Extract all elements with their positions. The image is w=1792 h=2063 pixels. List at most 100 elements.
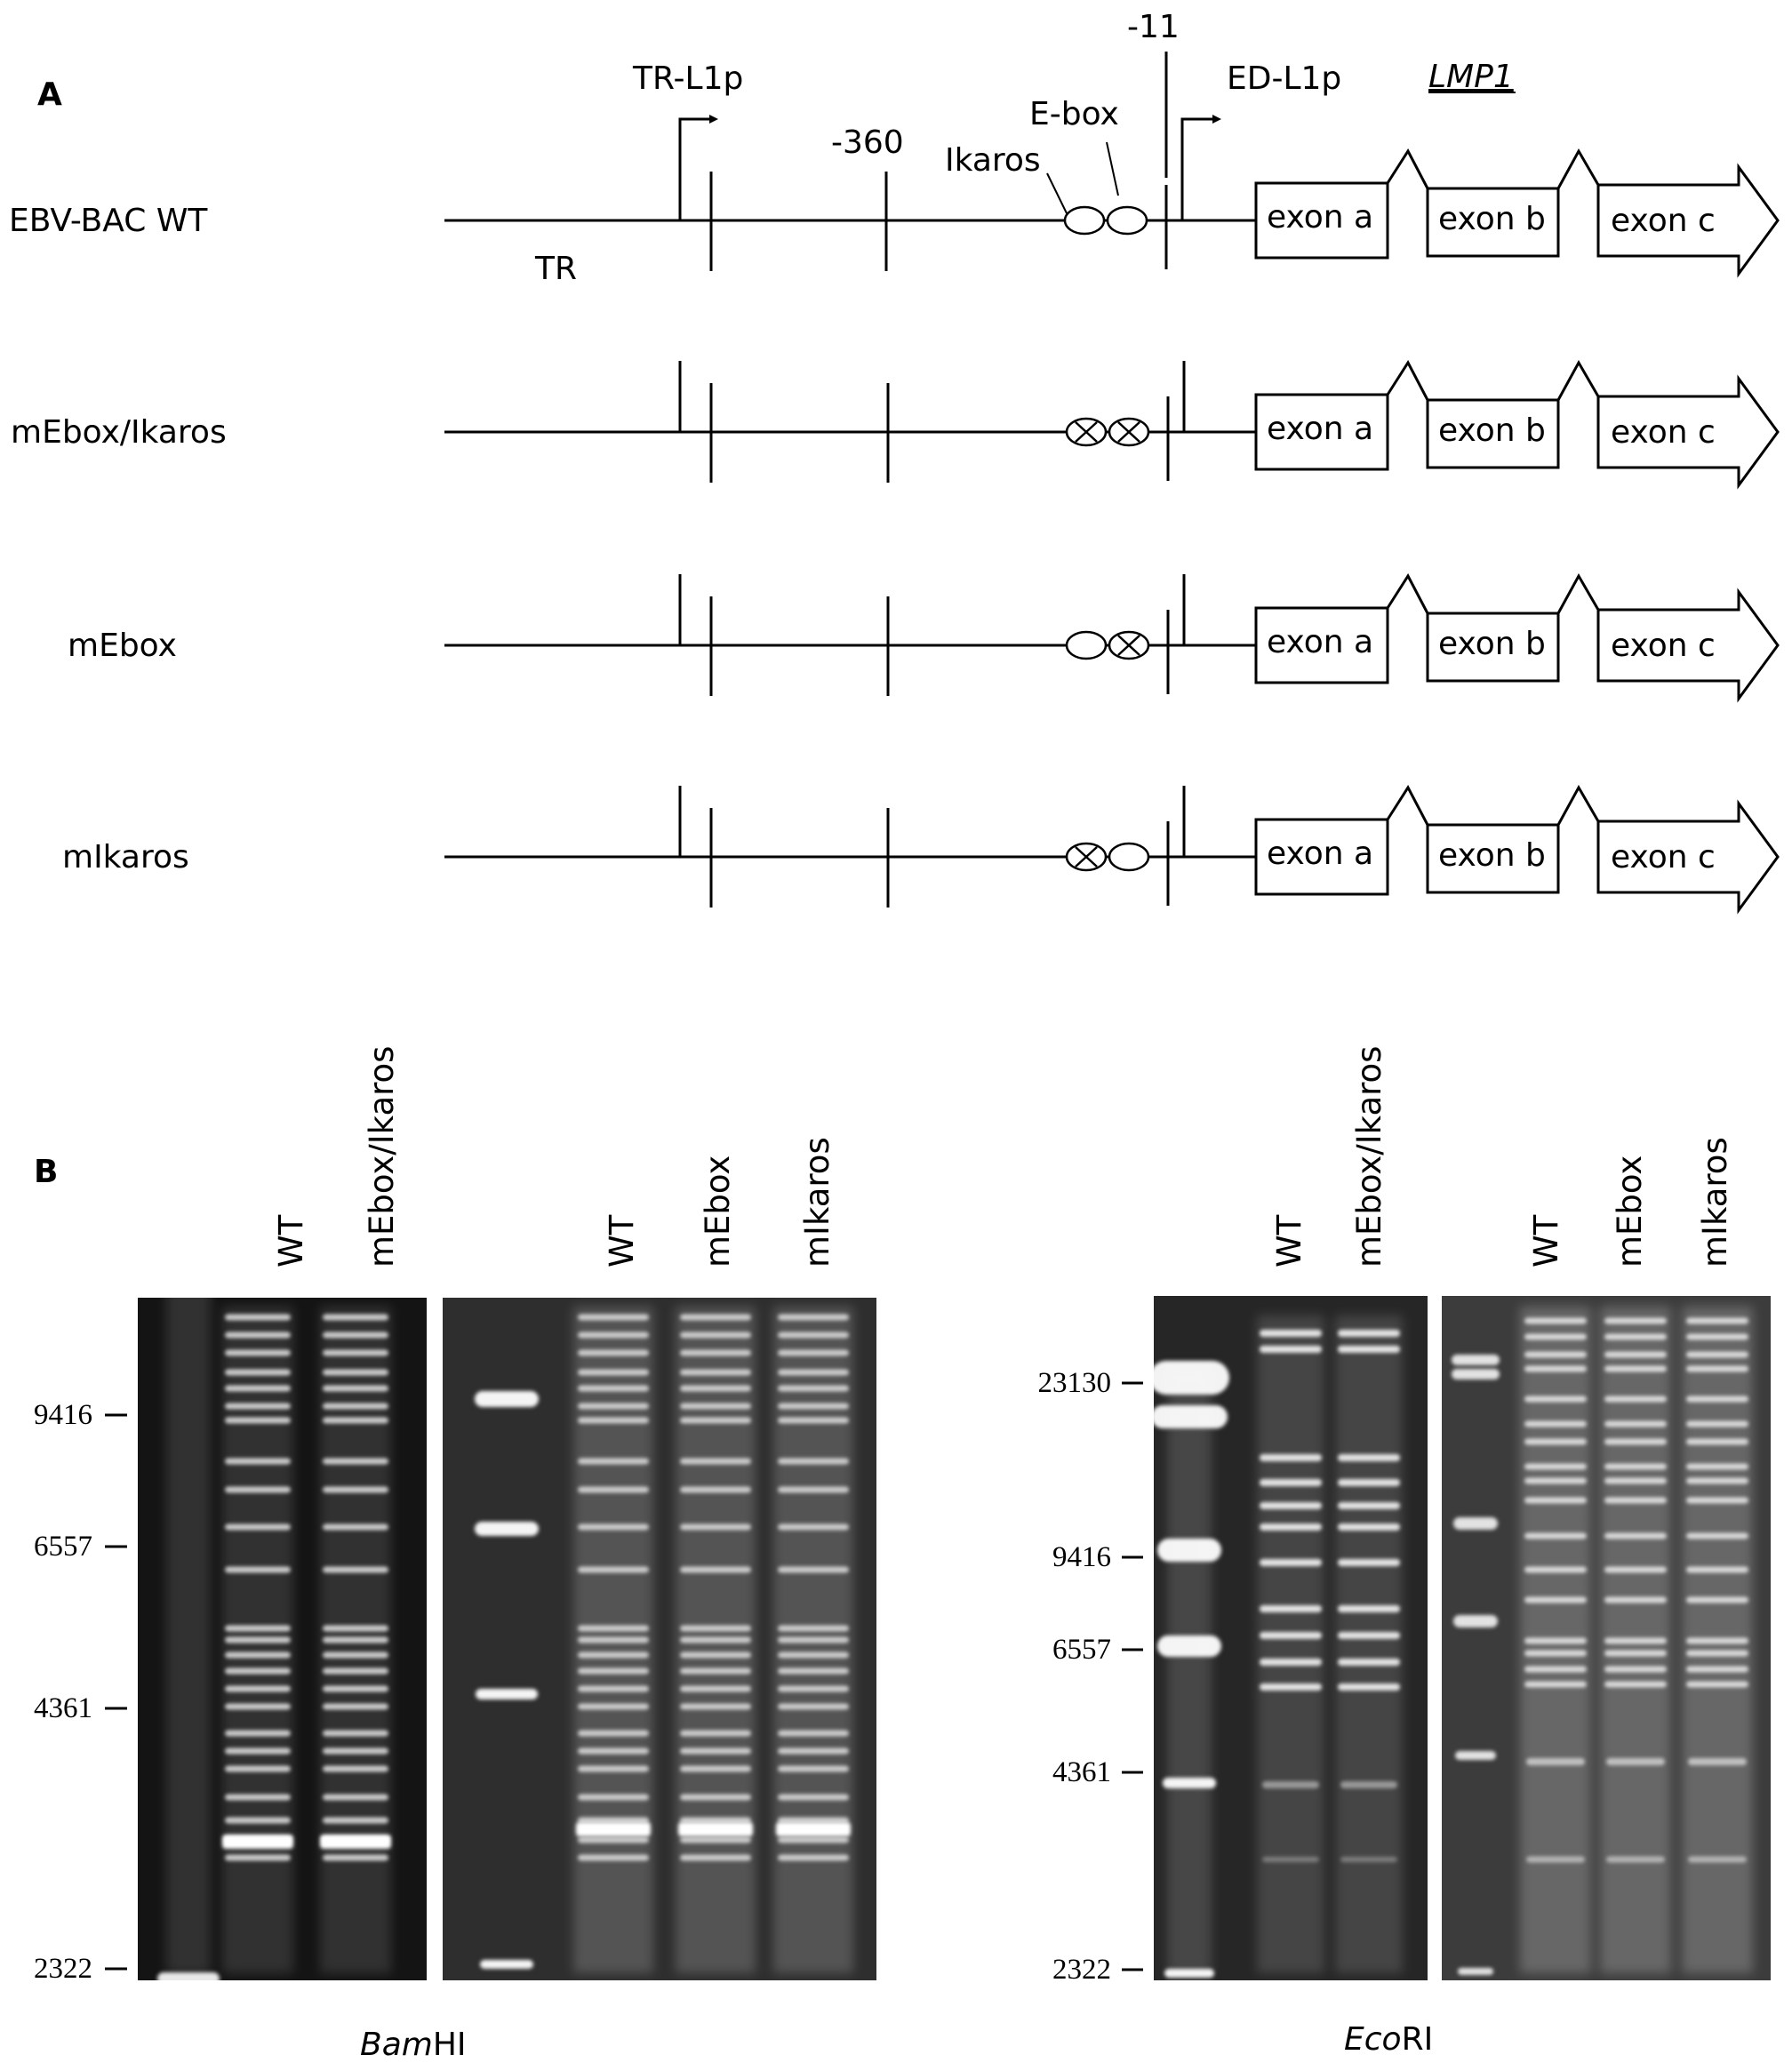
gel-band	[678, 1822, 753, 1836]
gel-band	[323, 1403, 388, 1410]
gel-band	[680, 1703, 751, 1710]
gel-band	[778, 1625, 849, 1632]
gel-band	[1524, 1596, 1587, 1603]
gel-band	[778, 1747, 849, 1755]
gel-band	[778, 1765, 849, 1772]
gel-band	[323, 1794, 388, 1801]
gel-band	[1524, 1351, 1587, 1358]
gel-band	[680, 1314, 751, 1321]
exon-label: exon b	[1438, 412, 1546, 449]
gel-band	[680, 1331, 751, 1339]
gel-band	[225, 1765, 291, 1772]
gel-band	[1686, 1596, 1748, 1603]
gel-band	[225, 1417, 291, 1424]
exon-c-arrow	[1596, 163, 1780, 278]
ebox-site-intact	[1106, 205, 1148, 236]
exon-a-box	[1254, 818, 1389, 896]
gel-band	[778, 1369, 849, 1376]
gel-band	[1338, 1559, 1400, 1566]
gel-band	[225, 1331, 291, 1339]
gel-band	[1260, 1454, 1322, 1461]
gel-band	[578, 1730, 649, 1737]
ladder-band	[157, 1972, 220, 1985]
size-marker: 4361	[1052, 1756, 1143, 1788]
gel-band	[680, 1651, 751, 1659]
lmp1-label: LMP1	[1428, 59, 1514, 95]
ed-l1p-arrow	[1180, 115, 1221, 149]
gel-band	[1686, 1666, 1748, 1673]
ebox-site-label: E-box	[1029, 96, 1119, 132]
panel-b-label: B	[34, 1154, 58, 1190]
gel-band	[225, 1403, 291, 1410]
gel-band	[680, 1625, 751, 1632]
marker-label: 23130	[1038, 1367, 1112, 1399]
size-marker: 2322	[34, 1953, 127, 1985]
intron-a-b	[1386, 785, 1429, 826]
gel-band	[323, 1331, 388, 1339]
gel-band	[578, 1385, 649, 1392]
marker-label: 2322	[34, 1953, 92, 1985]
tr-label: TR	[534, 251, 577, 287]
exon-b-box	[1426, 823, 1560, 894]
gel-band	[323, 1667, 388, 1675]
gel-band	[680, 1817, 751, 1824]
gel-band	[225, 1730, 291, 1737]
gel-band	[578, 1794, 649, 1801]
gel-band	[776, 1822, 851, 1836]
gel-band	[323, 1369, 388, 1376]
gel-band	[778, 1417, 849, 1424]
ladder-band	[1455, 1751, 1496, 1760]
exon-label: exon b	[1438, 626, 1546, 662]
gel-band	[225, 1854, 291, 1861]
gel-band	[1524, 1681, 1587, 1688]
lane-label: WT	[1270, 1214, 1308, 1267]
gel-band	[778, 1730, 849, 1737]
ikaros-callout-line	[1046, 172, 1068, 214]
gel-band	[1604, 1477, 1667, 1484]
exon-label: exon a	[1267, 199, 1373, 236]
gel-band	[1604, 1637, 1667, 1644]
intron-a-b	[1386, 148, 1429, 189]
gel-band	[1524, 1420, 1587, 1427]
ecori-label: EcoRI	[1344, 2021, 1433, 2058]
gel-band	[578, 1314, 649, 1321]
lane-smear	[166, 978, 211, 1973]
gel-band	[778, 1523, 849, 1531]
gel-band	[225, 1685, 291, 1692]
gel-band	[1524, 1666, 1587, 1673]
gel-band	[578, 1817, 649, 1824]
gel-band	[778, 1817, 849, 1824]
ikaros-site-intact	[1065, 630, 1108, 660]
gel-band	[225, 1486, 291, 1493]
gel-band	[225, 1385, 291, 1392]
gel-band	[778, 1794, 849, 1801]
gel-band	[323, 1747, 388, 1755]
gel-band	[323, 1685, 388, 1692]
gel-band	[1260, 1559, 1322, 1566]
gel-band	[680, 1667, 751, 1675]
lane-label: mEbox/Ikaros	[363, 1046, 401, 1267]
gel-band	[323, 1566, 388, 1573]
gel-band	[323, 1486, 388, 1493]
gel-band	[1338, 1605, 1400, 1612]
gel-band	[1688, 1856, 1747, 1863]
exon-label: exon c	[1611, 203, 1716, 239]
gel-band	[1686, 1566, 1748, 1573]
gel-band	[1686, 1438, 1748, 1445]
gel-band	[578, 1458, 649, 1465]
gel-band	[576, 1822, 651, 1836]
gel-band	[323, 1385, 388, 1392]
exon-label: exon c	[1611, 414, 1716, 451]
exon-label: exon b	[1438, 201, 1546, 237]
size-marker: 9416	[34, 1399, 127, 1431]
ed-l1p-label: ED-L1p	[1227, 60, 1341, 97]
exon-label: exon a	[1267, 624, 1373, 660]
gel-band	[778, 1331, 849, 1339]
gel-band	[1338, 1479, 1400, 1486]
gel-band	[578, 1854, 649, 1861]
gel-band	[320, 1835, 391, 1849]
lane-label: mEbox/Ikaros	[1350, 1046, 1388, 1267]
